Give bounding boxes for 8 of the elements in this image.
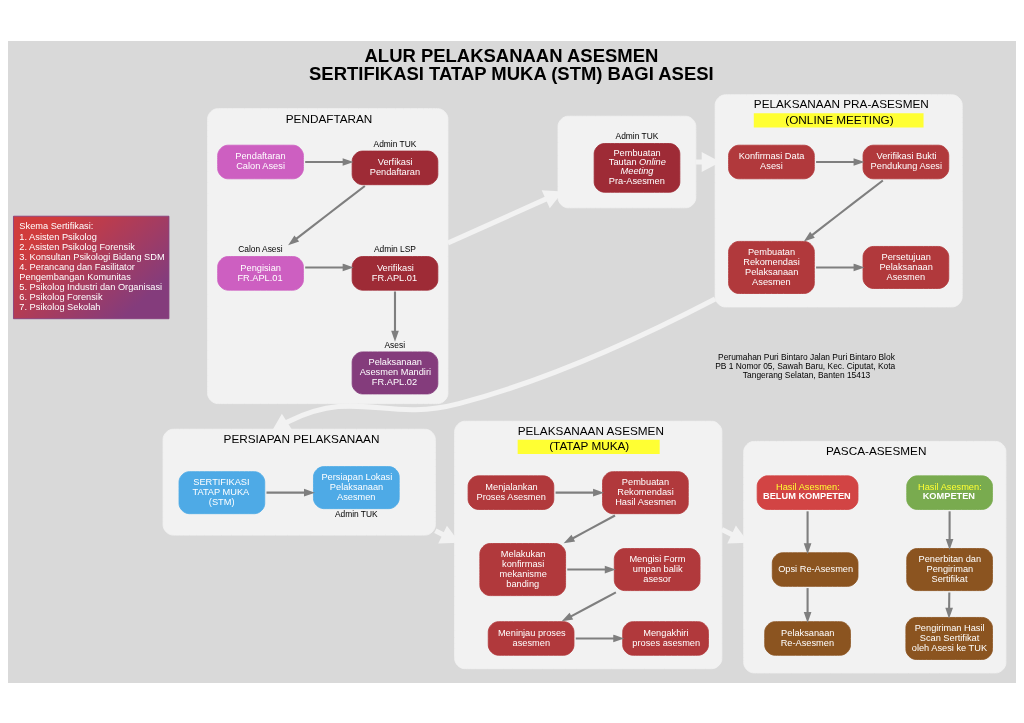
diagram-title: ALUR PELAKSANAAN ASESMEN SERTIFIKASI TATAP MUKA (STM) BAGI ASESI bbox=[309, 44, 714, 84]
node-label: Admin LSP bbox=[373, 243, 416, 254]
node-label: Admin TUK bbox=[373, 138, 417, 149]
label: Perumahan Puri Bintaro Jalan Puri Bintaro Blok PB 1 Nomor 05, Sawah Baru, Kec. Ciputat, Kota Tangerang Selatan, Banten 15413 bbox=[715, 351, 896, 380]
node-label: Asesi bbox=[384, 339, 406, 350]
node-label: Admin TUK bbox=[334, 508, 378, 519]
node-label: Calon Asesi bbox=[238, 243, 283, 254]
node-label: Admin TUK bbox=[615, 130, 659, 141]
